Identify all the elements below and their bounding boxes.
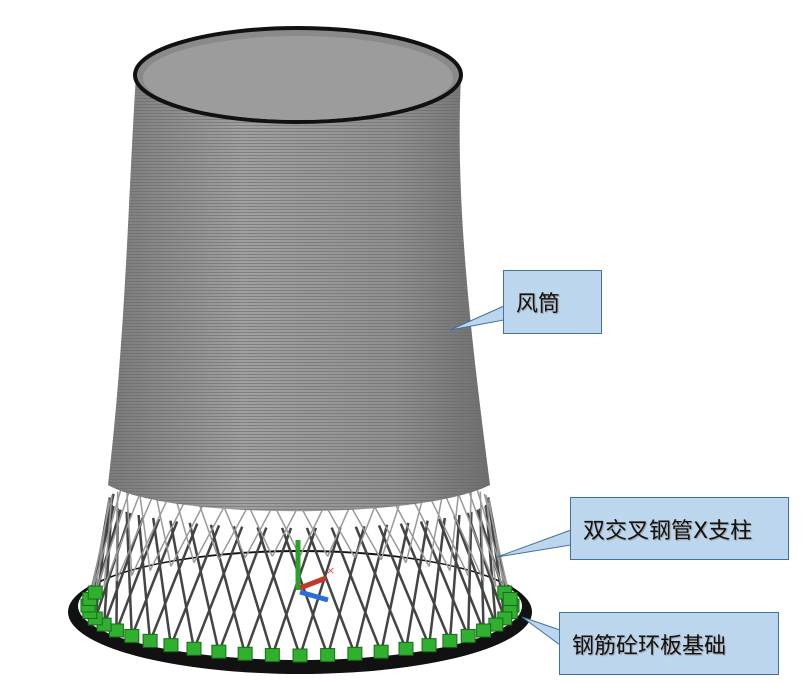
x-column-tube: [232, 525, 274, 656]
x-column-tube: [399, 523, 452, 642]
x-column-tube: [148, 523, 199, 642]
x-column-tube: [94, 486, 132, 594]
x-column-tube: [137, 514, 152, 642]
x-column-tube: [479, 491, 485, 582]
column-pedestal: [142, 633, 158, 648]
x-column-tube: [466, 486, 506, 594]
column-pedestal: [373, 644, 389, 659]
column-pedestal: [460, 628, 476, 643]
x-column-tube: [271, 527, 318, 656]
x-column-tube: [466, 511, 473, 637]
x-column-tube: [125, 488, 133, 576]
x-column-tube: [137, 484, 151, 571]
x-column-tube: [487, 502, 511, 600]
x-column-tube: [354, 526, 408, 650]
svg-text:×: ×: [326, 564, 335, 577]
x-column-tube: [485, 495, 497, 587]
x-column-tube: [449, 484, 461, 571]
x-column-tube: [305, 527, 357, 655]
column-pedestal: [264, 648, 280, 663]
column-pedestals: [80, 585, 520, 663]
x-column-tube: [437, 518, 485, 632]
callout-pointer-columns: [496, 529, 572, 558]
callout-columns: 双交叉钢管X支柱: [570, 497, 789, 560]
x-column-tube: [298, 526, 342, 657]
column-pedestal: [186, 641, 202, 656]
column-pedestal: [211, 644, 227, 659]
x-column-tube: [243, 527, 293, 655]
x-column-tube: [419, 521, 470, 637]
callout-shell: 风筒: [503, 270, 602, 334]
x-column-tube: [330, 527, 383, 653]
column-pedestal: [476, 623, 492, 638]
x-column-tube: [209, 524, 247, 655]
x-column-tube: [94, 498, 110, 594]
x-column-tube: [125, 511, 134, 637]
callout-foundation: 钢筋砼环板基础: [559, 612, 779, 675]
x-column-tube: [427, 517, 447, 646]
x-column-tube: [151, 517, 173, 646]
x-column-tube: [379, 522, 410, 653]
ucs-axis-icon: ×: [295, 540, 335, 603]
column-pedestal: [237, 646, 253, 661]
column-pedestal: [398, 641, 414, 656]
column-pedestal: [292, 648, 308, 663]
column-pedestal: [163, 638, 179, 653]
x-column-tube: [453, 483, 497, 588]
x-column-tube: [115, 518, 161, 632]
x-column-tube: [192, 526, 244, 650]
x-column-tube: [169, 524, 221, 647]
column-pedestal: [320, 648, 336, 663]
x-column-tube: [377, 524, 431, 647]
x-column-tube: [217, 527, 268, 653]
callout-pointer-foundation: [521, 616, 561, 646]
column-pedestal: [502, 591, 518, 606]
x-column-tube: [130, 521, 179, 637]
x-column-tube: [103, 483, 145, 588]
x-column-tube: [448, 514, 461, 642]
x-column-tube: [476, 490, 511, 600]
column-pedestal: [87, 585, 103, 600]
column-pedestal: [347, 646, 363, 661]
column-pedestal: [421, 638, 437, 653]
x-column-tube: [467, 488, 473, 576]
x-column-tube: [103, 495, 113, 587]
column-pedestal: [442, 633, 458, 648]
x-column-tube: [453, 515, 498, 626]
x-column-tube: [115, 491, 119, 582]
x-column-tube: [353, 524, 389, 655]
x-column-tube: [169, 520, 196, 650]
x-column-tube: [256, 526, 302, 657]
x-column-tube: [188, 522, 221, 653]
column-pedestal: [124, 628, 140, 643]
x-column-tube: [479, 508, 485, 632]
x-column-tube: [404, 520, 429, 650]
x-column-tube: [89, 490, 122, 600]
